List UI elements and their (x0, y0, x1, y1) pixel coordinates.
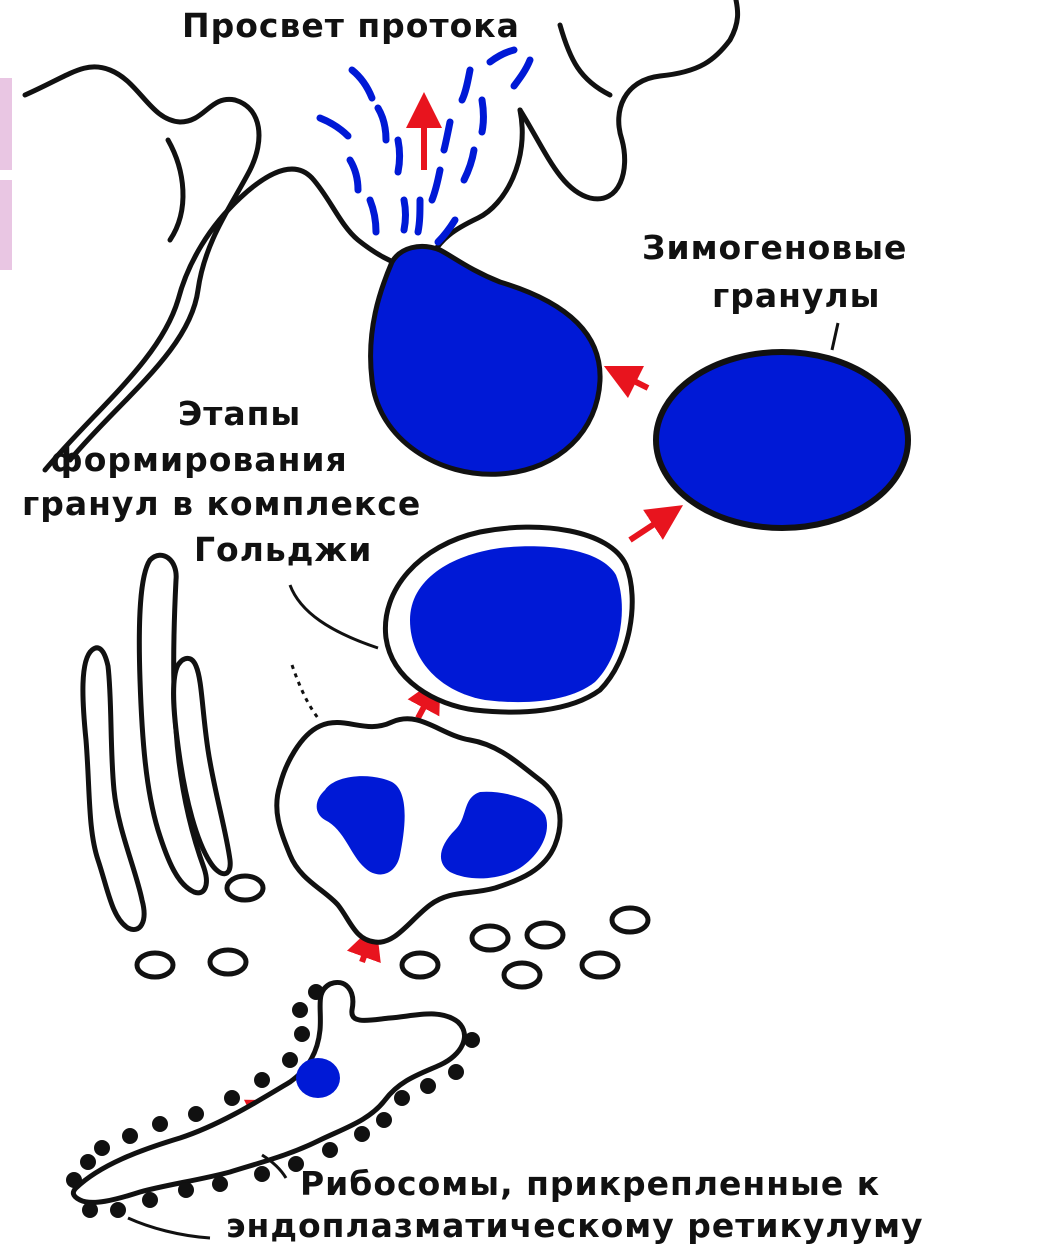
label-ribosomes-line2: эндоплазматическому ретикулуму (226, 1206, 924, 1246)
er-secretory-protein (296, 1058, 340, 1098)
zymogen-pointer (832, 323, 838, 350)
condensing-granule-content (410, 546, 622, 702)
arrow-er-to-vacuole (362, 940, 370, 962)
label-duct-lumen: Просвет протока (182, 6, 520, 46)
label-ribosomes-line1: Рибосомы, прикрепленные к (300, 1164, 880, 1204)
arrow-mature-to-exocytosis (620, 374, 648, 388)
label-zymogen-granules-line1: Зимогеновые (642, 228, 907, 268)
golgi-cisternae (83, 555, 230, 929)
arrow-condensing-to-mature (630, 515, 668, 540)
label-stages-line1: Этапы (178, 394, 301, 434)
label-stages-line3: гранул в комплексе (22, 484, 421, 524)
label-stages-line2: формирования (50, 440, 348, 480)
mature-zymogen-granule (656, 352, 908, 528)
label-stages-line4: Гольджи (194, 530, 372, 570)
exocytosing-granule (371, 246, 601, 474)
label-zymogen-granules-line2: гранулы (712, 276, 880, 316)
